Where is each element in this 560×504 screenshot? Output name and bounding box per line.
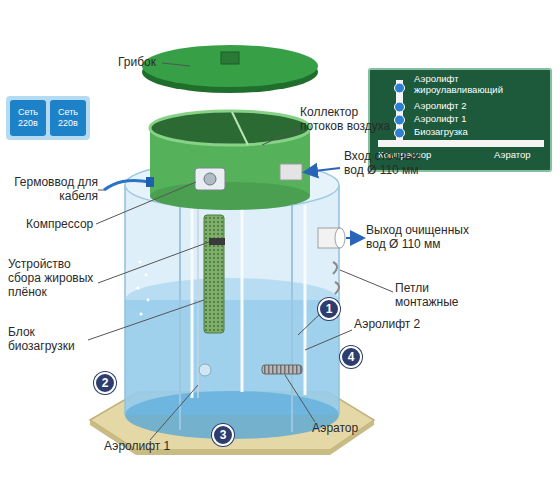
inset-label: Аэролифт жироулавливающий bbox=[414, 74, 534, 96]
neck-top bbox=[150, 111, 310, 145]
power-socket: Сеть 220в bbox=[50, 100, 86, 136]
partition bbox=[179, 205, 181, 430]
airlift-inlet bbox=[199, 364, 211, 376]
fat-film-device bbox=[209, 238, 225, 245]
compressor bbox=[195, 168, 225, 190]
bubble bbox=[139, 312, 142, 315]
part-label: Устройство сбора жировых плёнок bbox=[8, 258, 100, 299]
bubble bbox=[136, 286, 140, 290]
callout-text: 1 bbox=[326, 302, 333, 316]
part-label: Петли монтажные bbox=[395, 282, 475, 310]
callout-number: 2 bbox=[94, 372, 116, 394]
inset-label: Аэролифт 2 bbox=[414, 101, 534, 112]
inlet-pipe bbox=[280, 164, 302, 180]
callout-number: 1 bbox=[318, 298, 340, 320]
part-label: Коллектор потоков воздуха bbox=[300, 106, 400, 134]
socket-frame bbox=[6, 96, 90, 140]
callout-number: 4 bbox=[340, 346, 362, 368]
mounting-loop bbox=[335, 282, 339, 294]
leader-line bbox=[285, 375, 315, 422]
part-label: Аэратор bbox=[312, 422, 382, 436]
leader-line bbox=[162, 63, 190, 66]
leader-line bbox=[98, 242, 209, 283]
part-label: Блок биозагрузки bbox=[8, 326, 90, 354]
neck-divider bbox=[232, 112, 248, 145]
lid-vent bbox=[221, 52, 239, 64]
airlift-pipe bbox=[197, 200, 199, 398]
callout-text: 3 bbox=[220, 428, 227, 442]
tank-body bbox=[125, 185, 339, 415]
leader-line bbox=[96, 182, 196, 224]
inset-label: Биозагрузка bbox=[414, 127, 534, 138]
callout-text: 2 bbox=[102, 376, 109, 390]
lid-top bbox=[142, 45, 318, 87]
cable-entry bbox=[146, 177, 154, 187]
inset-label: Аэратор bbox=[494, 150, 554, 161]
part-label: Грибок bbox=[118, 56, 178, 70]
aerator bbox=[262, 365, 302, 374]
bubble bbox=[147, 299, 150, 302]
leader-line bbox=[88, 300, 204, 340]
tank-wall bbox=[338, 185, 340, 415]
tank-wall bbox=[124, 185, 126, 415]
part-label: Вход сточных вод Ø 110 мм bbox=[344, 150, 428, 178]
bubble bbox=[145, 274, 148, 277]
water-surface bbox=[125, 278, 339, 322]
socket-label: Сеть 220в bbox=[50, 107, 86, 129]
mounting-loop bbox=[333, 262, 337, 274]
part-label: Компрессор bbox=[26, 218, 106, 232]
outlet-pipe-end bbox=[335, 228, 345, 248]
cable bbox=[104, 180, 150, 190]
bioload-block bbox=[204, 215, 224, 333]
leader-line bbox=[98, 190, 104, 191]
part-label: Выход очищенных вод Ø 110 мм bbox=[366, 224, 476, 252]
leader-line bbox=[340, 270, 393, 292]
partition bbox=[291, 205, 293, 432]
leader-line bbox=[262, 128, 300, 145]
airlift-pipe bbox=[191, 200, 194, 398]
part-label: Гермоввод для кабеля bbox=[14, 176, 98, 204]
leader-line bbox=[298, 312, 322, 335]
socket-label: Сеть 220в bbox=[10, 107, 46, 129]
compressor-fan bbox=[204, 173, 216, 185]
neck-base bbox=[150, 182, 310, 210]
part-label: Аэролифт 2 bbox=[354, 318, 434, 332]
bubble bbox=[138, 260, 141, 263]
callout-text: 4 bbox=[348, 350, 355, 364]
airlift-pipe bbox=[241, 200, 244, 392]
outflow-arrow bbox=[346, 237, 362, 239]
inset-label: Аэролифт 1 bbox=[414, 114, 534, 125]
power-socket: Сеть 220в bbox=[10, 100, 46, 136]
airlift-pipe bbox=[304, 205, 307, 395]
callout-number: 3 bbox=[212, 424, 234, 446]
inflow-arrow bbox=[306, 168, 340, 172]
part-label: Аэролифт 1 bbox=[104, 440, 184, 454]
leader-line bbox=[150, 385, 198, 440]
